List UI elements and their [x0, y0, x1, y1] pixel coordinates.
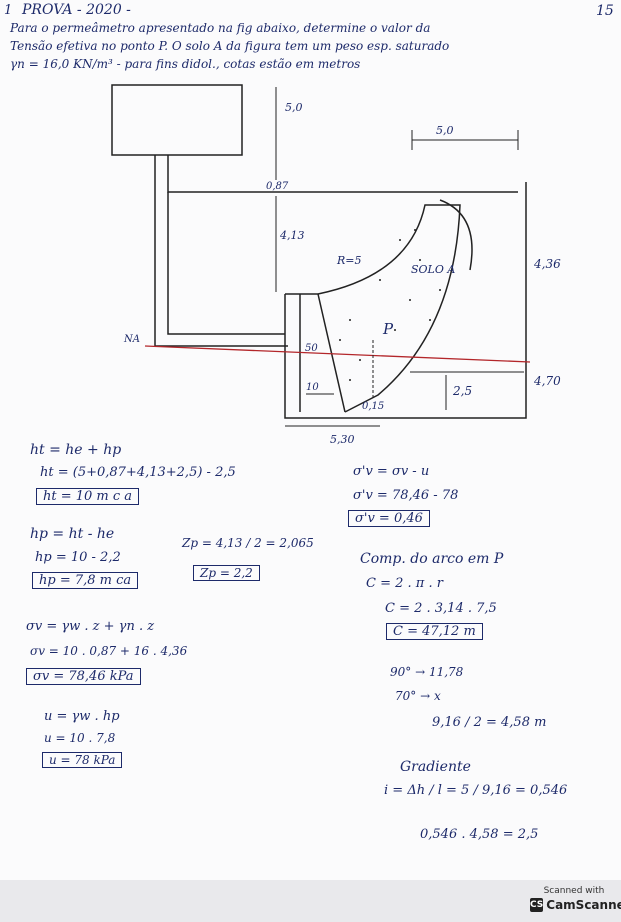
final-line: 0,546 . 4,58 = 2,5 — [420, 827, 539, 842]
dim-470: 4,70 — [534, 374, 561, 388]
zp-line: Zp = 4,13 / 2 = 2,065 — [182, 536, 314, 550]
dim-087: 0,87 — [266, 181, 289, 192]
dim-width: 5,0 — [436, 124, 454, 137]
arc-soil — [317, 204, 461, 413]
watermark-caption: Scanned with — [543, 886, 605, 896]
arc-title: Comp. do arco em P — [360, 551, 504, 567]
sv-result: σv = 78,46 kPa — [26, 668, 141, 685]
arc-line-1: C = 2 . π . r — [366, 576, 443, 591]
grad-line: i = Δh / l = 5 / 9,16 = 0,546 — [384, 783, 568, 798]
statement-line-3: γn = 16,0 KN/m³ - para fins didol., cota… — [10, 57, 361, 71]
water-top-line — [167, 155, 518, 193]
soil-label: SOLO A — [411, 263, 456, 276]
dim-436: 4,36 — [534, 257, 561, 271]
statement-line-1: Para o permeâmetro apresentado na fig ab… — [10, 21, 431, 35]
exam-title: PROVA - 2020 - — [22, 2, 131, 18]
grad-title: Gradiente — [400, 759, 471, 775]
arc-result: C = 47,12 m — [386, 623, 483, 640]
radius-label: R=5 — [337, 254, 362, 267]
dim-413: 4,13 — [280, 229, 305, 242]
dim-top: 5,0 — [285, 101, 303, 114]
camscanner-logo-icon: CS — [530, 898, 544, 912]
eff-line-1: σ'v = σv - u — [353, 464, 430, 479]
permeameter-figure — [111, 84, 531, 427]
hp-line-2: hp = 10 - 2,2 — [35, 550, 121, 565]
rule-line-2: 70° → x — [395, 689, 441, 703]
rule-line-3: 9,16 / 2 = 4,58 m — [432, 715, 547, 730]
u-line-2: u = 10 . 7,8 — [44, 731, 116, 745]
zp-result: Zp = 2,2 — [193, 565, 260, 581]
dim-530: 5,30 — [330, 433, 355, 446]
hp-line-1: hp = ht - he — [30, 526, 115, 542]
dim-50: 50 — [305, 343, 318, 354]
eff-result: σ'v = 0,46 — [348, 510, 430, 527]
grade-badge: 15 — [596, 3, 614, 19]
camscanner-watermark: Scanned with CS CamScanner — [530, 886, 621, 918]
dim-015: 0,15 — [362, 401, 385, 412]
point-label: P — [383, 320, 394, 338]
eff-line-2: σ'v = 78,46 - 78 — [353, 488, 459, 503]
reservoir-box — [111, 84, 243, 156]
ht-line-2: ht = (5+0,87+4,13+2,5) - 2,5 — [40, 465, 236, 480]
u-line-1: u = γw . hp — [44, 709, 120, 724]
dim-10: 10 — [306, 382, 319, 393]
hp-result: hp = 7,8 m ca — [32, 572, 139, 589]
question-number: 1 — [4, 3, 13, 18]
u-result: u = 78 kPa — [42, 752, 123, 768]
soil-dots — [339, 229, 441, 381]
rule-line-1: 90° → 11,78 — [390, 665, 464, 679]
ht-result: ht = 10 m c a — [36, 488, 140, 505]
watermark-brand: CamScanner — [546, 898, 621, 912]
statement-line-2: Tensão efetiva no ponto P. O solo A da f… — [10, 39, 450, 53]
na-label: NA — [124, 334, 140, 345]
arc-line-2: C = 2 . 3,14 . 7,5 — [385, 601, 497, 616]
na-line — [144, 345, 531, 363]
pipe-inner — [167, 192, 285, 335]
container-walls — [284, 182, 527, 419]
ht-line-1: ht = he + hp — [30, 442, 122, 458]
dim-25: 2,5 — [453, 384, 473, 398]
sv-line-2: σv = 10 . 0,87 + 16 . 4,36 — [30, 644, 188, 658]
sv-line-1: σv = γw . z + γn . z — [26, 619, 155, 634]
